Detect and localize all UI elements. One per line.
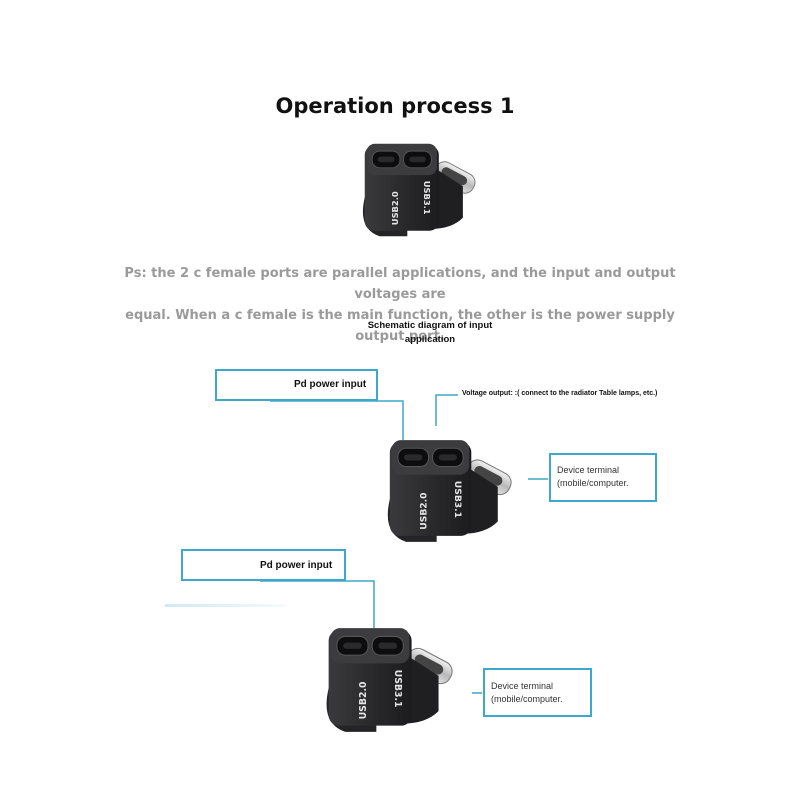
pd-power-input-callout-2: Pd power input	[181, 549, 346, 581]
pd-line-2	[260, 580, 375, 630]
device-terminal-callout-1: Device terminal (mobile/computer.	[549, 453, 657, 502]
page-title: Operation process 1	[275, 94, 515, 118]
device-terminal-text-1: Device terminal (mobile/computer.	[557, 464, 629, 490]
note-text: Ps: the 2 c female ports are parallel ap…	[120, 263, 680, 347]
schematic-line-1: Schematic diagram of input	[367, 320, 493, 331]
device-terminal-line-1: Device terminal	[557, 465, 620, 475]
schematic-line-2: application	[404, 334, 456, 345]
device-terminal-line-4: (mobile/computer.	[491, 694, 563, 704]
adapter-image-bottom: USB2.0 USB3.1	[320, 624, 470, 736]
port-label-usb2: USB2.0	[418, 492, 429, 529]
device-terminal-line-3: Device terminal	[491, 681, 554, 691]
voltage-line	[435, 394, 458, 426]
device-terminal-callout-2: Device terminal (mobile/computer.	[483, 668, 592, 717]
device-terminal-line-2: (mobile/computer.	[557, 478, 629, 488]
pd-power-input-label-1: Pd power input	[294, 379, 367, 390]
voltage-output-label: Voltage output: :( connect to the radiat…	[462, 390, 658, 397]
adapter-graphic: USB2.0 USB3.1	[326, 627, 457, 733]
port-label-usb3: USB3.1	[422, 181, 432, 215]
note-line-2: equal. When a c female is the main funct…	[125, 308, 675, 344]
schematic-caption: Schematic diagram of input application	[350, 319, 510, 347]
pd-power-input-label-2: Pd power input	[260, 560, 333, 571]
device-terminal-text-2: Device terminal (mobile/computer.	[491, 680, 563, 706]
adapter-graphic: USB2.0 USB3.1	[362, 143, 479, 237]
port-label-usb3: USB3.1	[452, 481, 463, 518]
port-label-usb3: USB3.1	[392, 670, 403, 708]
adapter-graphic: USB2.0 USB3.1	[387, 439, 516, 543]
pd-power-input-callout-1: Pd power input	[215, 369, 378, 401]
adapter-image-top: USB2.0 USB3.1	[356, 140, 492, 240]
port-label-usb2: USB2.0	[390, 191, 400, 225]
note-line-1: Ps: the 2 c female ports are parallel ap…	[124, 266, 676, 302]
pd-line-1	[270, 400, 404, 440]
faint-line-artifact	[165, 604, 285, 607]
adapter-image-middle: USB2.0 USB3.1	[380, 436, 530, 546]
port-label-usb2: USB2.0	[358, 681, 369, 719]
